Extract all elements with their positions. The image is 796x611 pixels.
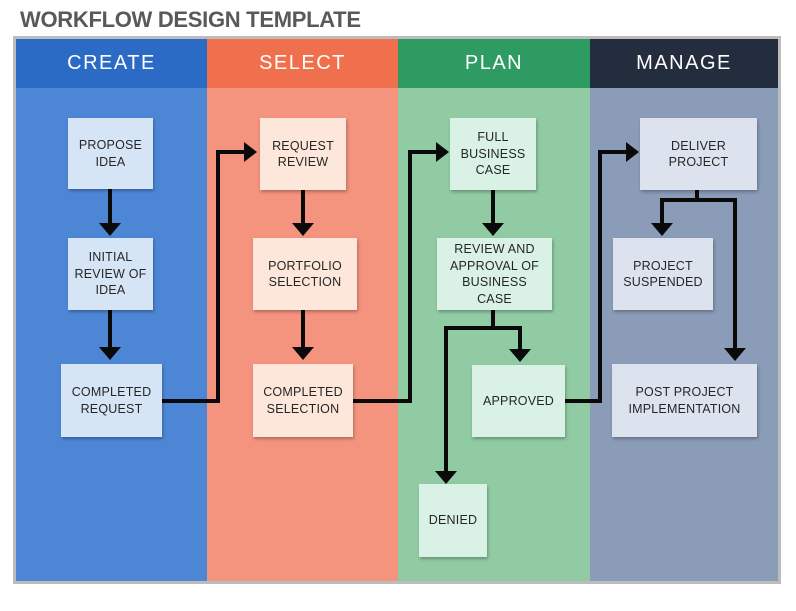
arrowhead-down-icon <box>292 347 314 360</box>
connector-completed-selection-to-full-business-case <box>408 150 412 403</box>
workflow-board: CREATE SELECT PLAN MANAGE <box>13 36 781 584</box>
connector-approved-to-deliver <box>598 150 602 403</box>
node-review-and-approval[interactable]: REVIEW AND APPROVAL OF BUSINESS CASE <box>437 238 552 310</box>
node-request-review[interactable]: REQUEST REVIEW <box>260 118 346 190</box>
arrowhead-down-icon <box>509 349 531 362</box>
node-label: DELIVER PROJECT <box>668 138 729 170</box>
node-label: PROPOSE IDEA <box>78 138 143 169</box>
node-approved[interactable]: APPROVED <box>472 365 565 437</box>
arrowhead-down-icon <box>651 223 673 236</box>
arrowhead-down-icon <box>482 223 504 236</box>
node-label: DENIED <box>428 513 478 528</box>
connector-deliver-to-suspended <box>660 198 664 223</box>
node-full-business-case[interactable]: FULL BUSINESS CASE <box>450 118 536 190</box>
connector-review-to-denied <box>444 326 448 471</box>
node-initial-review-of-idea[interactable]: INITIAL REVIEW OF IDEA <box>68 238 153 310</box>
connector-initial-to-completed-request <box>108 310 112 347</box>
connector-completed-selection-to-full-business-case <box>353 399 412 403</box>
node-deliver-project[interactable]: DELIVER PROJECT <box>640 118 757 190</box>
connector-completed-request-to-request-review <box>216 150 220 403</box>
column-header-plan: PLAN <box>398 39 590 88</box>
node-label: REVIEW AND APPROVAL OF BUSINESS CASE <box>449 242 540 306</box>
column-header-select: SELECT <box>207 39 398 88</box>
node-label: REQUEST REVIEW <box>272 138 334 170</box>
node-label: PROJECT SUSPENDED <box>623 258 703 290</box>
connector-review-split-bar <box>444 326 522 330</box>
arrowhead-down-icon <box>435 471 457 484</box>
connector-full-business-case-to-review <box>491 190 495 223</box>
page-title: WORKFLOW DESIGN TEMPLATE <box>20 7 361 32</box>
connector-portfolio-to-completed-selection <box>301 310 305 347</box>
arrowhead-down-icon <box>99 347 121 360</box>
node-post-project-implementation[interactable]: POST PROJECT IMPLEMENTATION <box>612 364 757 437</box>
connector-propose-to-initial <box>108 189 112 223</box>
connector-request-review-to-portfolio <box>301 190 305 223</box>
node-label: COMPLETED SELECTION <box>263 385 343 416</box>
connector-completed-selection-to-full-business-case <box>408 150 436 154</box>
node-denied[interactable]: DENIED <box>419 484 487 557</box>
connector-deliver-split-stem <box>695 190 699 202</box>
connector-completed-request-to-request-review <box>216 150 244 154</box>
column-header-manage: MANAGE <box>590 39 778 88</box>
node-propose-idea[interactable]: PROPOSE IDEA <box>68 118 153 189</box>
node-completed-request[interactable]: COMPLETED REQUEST <box>61 364 162 437</box>
node-label: POST PROJECT IMPLEMENTATION <box>628 385 741 416</box>
node-project-suspended[interactable]: PROJECT SUSPENDED <box>613 238 713 310</box>
workflow-board-inner: CREATE SELECT PLAN MANAGE <box>16 39 778 581</box>
node-label: COMPLETED REQUEST <box>71 385 152 416</box>
arrowhead-down-icon <box>99 223 121 236</box>
connector-deliver-to-post-project <box>733 198 737 348</box>
arrowhead-right-icon <box>436 142 449 162</box>
arrowhead-right-icon <box>244 142 257 162</box>
connector-approved-to-deliver <box>565 399 602 403</box>
node-completed-selection[interactable]: COMPLETED SELECTION <box>253 364 353 437</box>
arrowhead-down-icon <box>292 223 314 236</box>
connector-review-split-stem <box>491 310 495 330</box>
node-label: INITIAL REVIEW OF IDEA <box>74 250 147 298</box>
arrowhead-right-icon <box>626 142 639 162</box>
connector-approved-to-deliver <box>598 150 626 154</box>
connector-deliver-split-bar <box>660 198 737 202</box>
node-label: FULL BUSINESS CASE <box>460 130 526 178</box>
connector-review-to-approved <box>518 326 522 349</box>
node-label: APPROVED <box>482 393 555 408</box>
arrowhead-down-icon <box>724 348 746 361</box>
node-label: PORTFOLIO SELECTION <box>268 258 342 290</box>
column-header-create: CREATE <box>16 39 207 88</box>
node-portfolio-selection[interactable]: PORTFOLIO SELECTION <box>253 238 357 310</box>
connector-completed-request-to-request-review <box>162 399 220 403</box>
